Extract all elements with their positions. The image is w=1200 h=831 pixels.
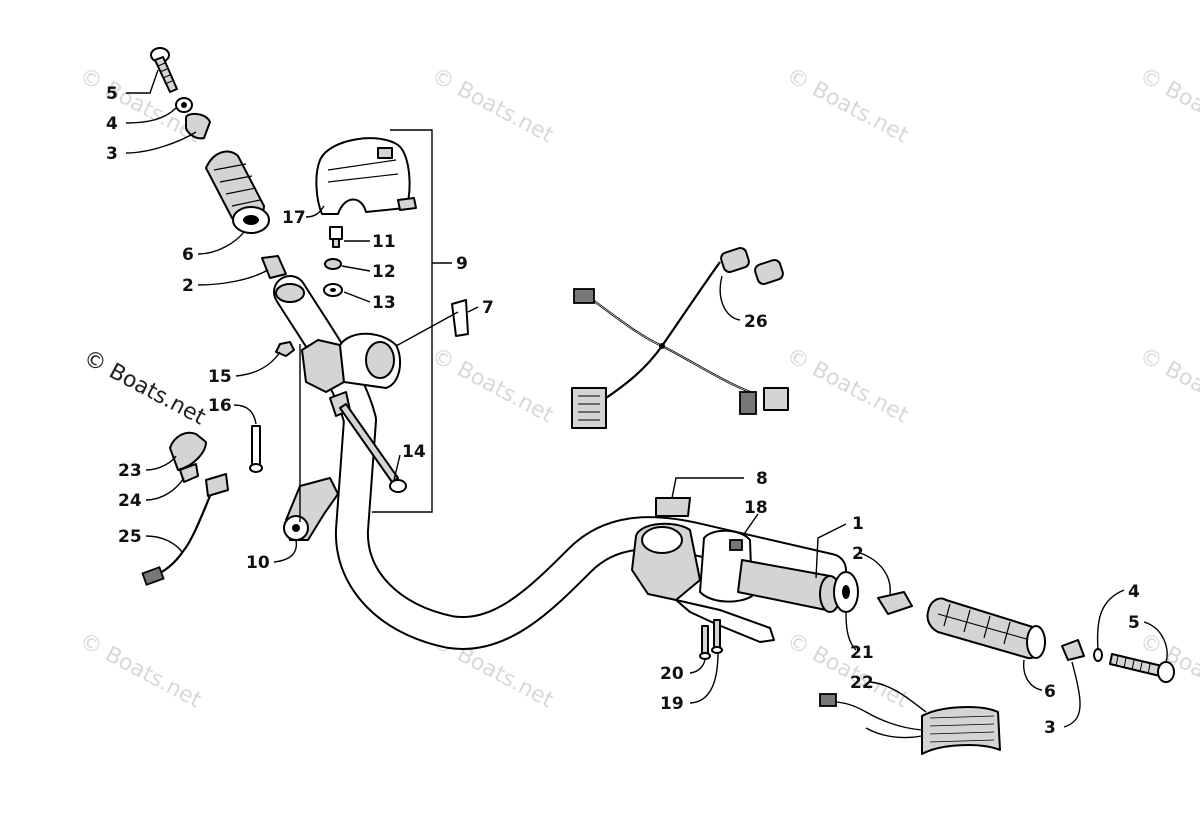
grip-heater-22 — [819, 693, 1001, 755]
callout-8: 8 — [756, 469, 768, 489]
bolt-16 — [249, 425, 263, 473]
callout-3-right: 3 — [1044, 718, 1056, 738]
bracket-9 — [372, 129, 433, 513]
end-weight-3-right — [1061, 639, 1085, 661]
callout-17: 17 — [282, 208, 306, 228]
screw-14 — [339, 403, 407, 493]
callout-19: 19 — [660, 694, 684, 714]
throttle-lever-10 — [283, 477, 339, 541]
callout-9: 9 — [456, 254, 468, 274]
leader-lines — [125, 69, 1168, 728]
wiring-harness-26 — [571, 247, 789, 429]
watermark: © Boats.net — [427, 343, 558, 428]
callout-4-right: 4 — [1128, 582, 1140, 602]
callout-6-left: 6 — [182, 245, 194, 265]
screw-20 — [699, 625, 711, 660]
left-grip-assembly — [150, 47, 287, 279]
watermark: © Boats.net — [782, 63, 913, 148]
brake-master-cylinder — [631, 522, 775, 643]
callout-23: 23 — [118, 461, 142, 481]
end-weight-3-left — [185, 112, 211, 140]
callout-16: 16 — [208, 396, 232, 416]
callout-labels: 5 4 3 6 2 17 11 12 13 9 7 26 15 16 14 23… — [106, 84, 1140, 738]
callout-1: 1 — [852, 514, 864, 534]
grip-6-left — [205, 150, 270, 234]
decal-7 — [451, 299, 469, 337]
callout-6-right: 6 — [1044, 682, 1056, 702]
watermark-layer: © Boats.net © Boats.net © Boats.net © Bo… — [75, 63, 1200, 713]
callout-3-left: 3 — [106, 144, 118, 164]
sleeve-2-left — [261, 255, 287, 279]
washer-4-right — [1093, 648, 1103, 662]
label-8 — [655, 497, 691, 517]
callout-13: 13 — [372, 293, 396, 313]
callout-26: 26 — [744, 312, 768, 332]
callout-20: 20 — [660, 664, 684, 684]
callout-5-left: 5 — [106, 84, 118, 104]
watermark: © Boats.net — [782, 343, 913, 428]
watermark: © Boats.net — [1135, 63, 1200, 148]
handlebar — [273, 275, 847, 650]
callout-14: 14 — [402, 442, 426, 462]
callout-21: 21 — [850, 643, 874, 663]
callout-18: 18 — [744, 498, 768, 518]
callout-2-right: 2 — [852, 544, 864, 564]
screw-19 — [711, 619, 723, 654]
flange-21 — [833, 571, 859, 613]
watermark: © Boats.net — [427, 63, 558, 148]
callout-12: 12 — [372, 262, 396, 282]
screw-11 — [329, 226, 343, 248]
callout-15: 15 — [208, 367, 232, 387]
sleeve-2-right — [877, 591, 913, 615]
callout-25: 25 — [118, 527, 142, 547]
callout-2-left: 2 — [182, 276, 194, 296]
watermark: © Boats.net — [1135, 343, 1200, 428]
watermark: © Boats.net — [75, 628, 206, 713]
throttle-grip-1 — [737, 559, 841, 613]
lockwasher-12 — [324, 258, 342, 270]
grip-6-right — [926, 597, 1046, 660]
bolt-5-left — [150, 47, 178, 93]
callout-7: 7 — [482, 298, 494, 318]
callout-22: 22 — [850, 673, 874, 693]
callout-11: 11 — [372, 232, 396, 252]
gasket-24 — [179, 463, 199, 483]
watermark: © Boats.net — [782, 628, 913, 713]
callout-4-left: 4 — [106, 114, 118, 134]
bar-end-left — [275, 283, 305, 303]
switch-cover-17 — [315, 137, 417, 215]
callout-10: 10 — [246, 553, 270, 573]
throttle-housing — [301, 332, 402, 417]
callout-24: 24 — [118, 491, 142, 511]
washer-hole — [181, 102, 187, 108]
watermark-prominent: © Boats.net — [79, 345, 210, 430]
boot-23 — [169, 431, 207, 471]
switch-25 — [141, 473, 229, 586]
callout-5-right: 5 — [1128, 613, 1140, 633]
